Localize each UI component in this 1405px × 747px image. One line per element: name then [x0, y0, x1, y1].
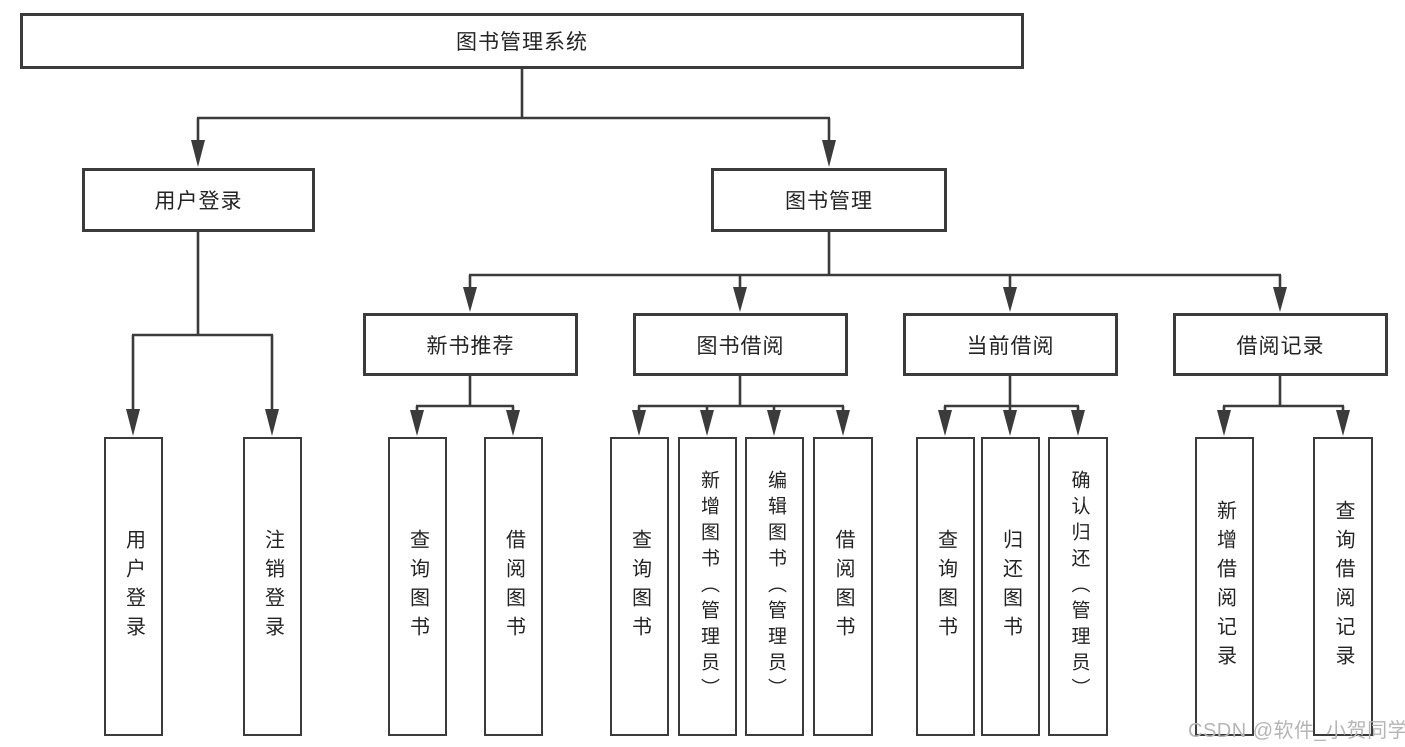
node-leaf-query-borrow-record: 查询借阅记录 — [1313, 437, 1373, 736]
node-label: 用户登录 — [122, 528, 145, 645]
node-label: 查询借阅记录 — [1332, 499, 1354, 674]
node-leaf-add-borrow-record: 新增借阅记录 — [1195, 437, 1254, 736]
node-user-login: 用户登录 — [82, 168, 315, 232]
node-leaf-add-books-admin: 新增图书（管理员） — [678, 437, 737, 736]
watermark: CSDN @软件_小贺同学 — [1188, 720, 1405, 742]
connector-current-to-leaves — [938, 376, 1085, 436]
node-label: 借阅记录 — [1236, 334, 1325, 358]
node-label: 借阅图书 — [832, 528, 854, 645]
node-leaf-borrow-books: 借阅图书 — [813, 437, 873, 736]
node-borrow-records: 借阅记录 — [1173, 313, 1388, 376]
node-label: 图书借阅 — [696, 334, 785, 358]
node-label: 查询图书 — [934, 528, 957, 645]
node-leaf-query-books-recommend: 查询图书 — [388, 437, 447, 736]
node-current-borrow: 当前借阅 — [903, 313, 1118, 376]
node-library-management-system: 图书管理系统 — [20, 13, 1024, 69]
node-label: 归还图书 — [999, 528, 1022, 645]
connector-borrow-to-leaves — [632, 376, 850, 436]
node-label: 图书管理 — [785, 190, 873, 213]
node-new-book-recommend: 新书推荐 — [363, 313, 578, 376]
node-label: 当前借阅 — [966, 334, 1055, 358]
node-label: 查询图书 — [628, 528, 651, 645]
node-leaf-query-books-current: 查询图书 — [916, 437, 975, 736]
connector-root-to-level1 — [191, 69, 836, 167]
connector-book-management-to-level2 — [463, 232, 1287, 312]
node-leaf-confirm-return-admin: 确认归还（管理员） — [1048, 437, 1108, 736]
node-book-management: 图书管理 — [711, 168, 947, 232]
connector-recommend-to-leaves — [410, 376, 520, 436]
node-leaf-return-books: 归还图书 — [981, 437, 1040, 736]
node-label: 借阅图书 — [502, 528, 525, 645]
connector-records-to-leaves — [1217, 376, 1350, 436]
node-label: 新书推荐 — [426, 334, 515, 358]
node-label: 用户登录 — [154, 190, 243, 213]
node-leaf-query-books-borrow: 查询图书 — [610, 437, 669, 736]
node-leaf-logout: 注销登录 — [243, 437, 302, 736]
node-label: 注销登录 — [261, 528, 284, 645]
node-label: 图书管理系统 — [456, 31, 588, 54]
node-leaf-edit-books-admin: 编辑图书（管理员） — [745, 437, 804, 736]
connector-user-login-to-leaves — [126, 232, 279, 436]
node-leaf-borrow-books-recommend: 借阅图书 — [484, 437, 543, 736]
node-label: 编辑图书（管理员） — [764, 469, 786, 704]
node-label: 新增图书（管理员） — [697, 469, 719, 704]
node-book-borrow: 图书借阅 — [633, 313, 848, 376]
node-label: 新增借阅记录 — [1213, 499, 1236, 674]
node-leaf-user-login: 用户登录 — [104, 437, 163, 736]
node-label: 查询图书 — [406, 528, 429, 645]
node-label: 确认归还（管理员） — [1068, 469, 1090, 704]
